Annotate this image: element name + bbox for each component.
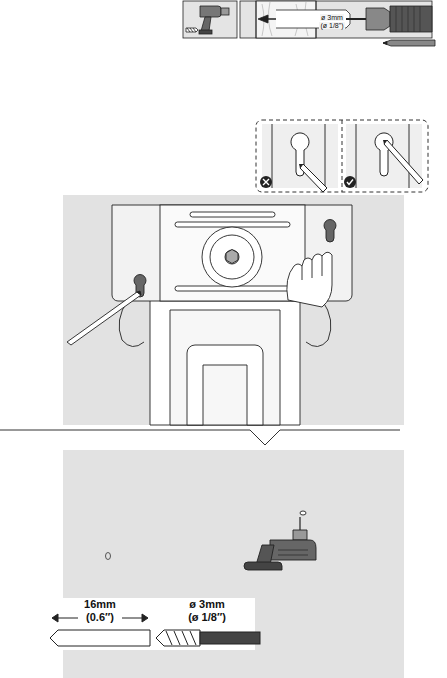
bit-dimension-drawing: [40, 598, 260, 650]
bit-diameter: ø 3mm: [320, 14, 344, 21]
keyhole-marking-panels: [256, 120, 428, 192]
hole-depth-inch: (0.6″): [86, 612, 114, 624]
drill-icon-panel: [183, 1, 237, 38]
pencil-icon: [383, 40, 435, 46]
step-separator: [0, 430, 400, 445]
mount-marking-panel: [63, 195, 404, 425]
wall-drilling-panel: [240, 1, 432, 38]
bit-diameter-inch: (ø 1/8″): [188, 612, 226, 624]
bit-diameter: ø 3mm: [189, 599, 224, 611]
hole-depth: 16mm: [84, 599, 116, 611]
bit-diameter-inch: (ø 1/8"): [319, 22, 344, 29]
